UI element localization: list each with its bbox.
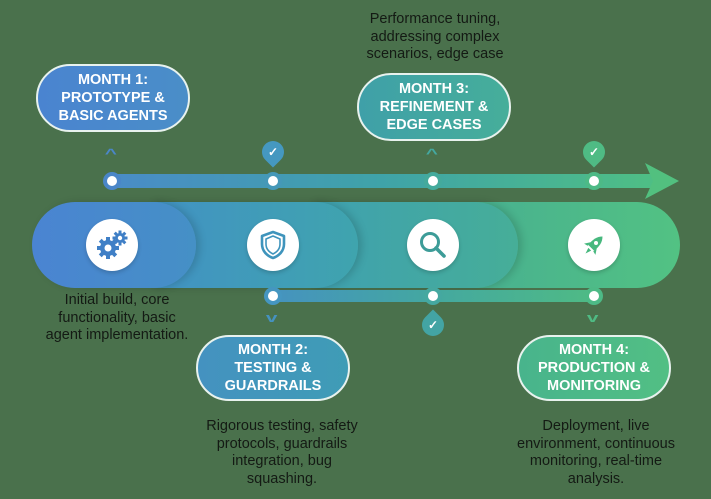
chevron-down-icon: v <box>265 310 278 325</box>
check-marker-icon: ✓ <box>257 136 289 168</box>
timeline-node-4 <box>589 176 599 186</box>
phase-description-month-3: Performance tuning, addressing complex s… <box>366 11 504 62</box>
top-timeline-arrow <box>104 174 659 188</box>
phase-label-month-4: MONTH 4: PRODUCTION & MONITORING <box>517 335 671 401</box>
timeline-node-3 <box>428 176 438 186</box>
phase-label-month-1: MONTH 1: PROTOTYPE & BASIC AGENTS <box>36 64 190 132</box>
timeline-node-2 <box>268 176 278 186</box>
phase-icon-1 <box>86 219 138 271</box>
bottom-node-3 <box>428 291 438 301</box>
phase-description-month-4: Deployment, live environment, continuous… <box>517 418 675 487</box>
check-marker-icon: ✓ <box>578 136 610 168</box>
phase-label-month-2: MONTH 2: TESTING & GUARDRAILS <box>196 335 350 401</box>
timeline-node-1 <box>107 176 117 186</box>
chevron-up-icon: ^ <box>425 146 438 161</box>
bottom-node-2 <box>268 291 278 301</box>
phase-label-month-3: MONTH 3: REFINEMENT & EDGE CASES <box>357 73 511 141</box>
magnifier-icon <box>420 232 446 258</box>
phase-description-month-1: Initial build, core functionality, basic… <box>45 292 189 343</box>
rocket-icon <box>584 236 603 255</box>
chevron-down-icon: v <box>586 310 599 325</box>
phase-icon-4 <box>568 219 620 271</box>
chevron-up-icon: ^ <box>104 146 117 161</box>
gears-icon <box>97 230 128 259</box>
check-marker-icon: ✓ <box>417 309 449 341</box>
shield-icon <box>260 230 286 260</box>
bottom-node-4 <box>589 291 599 301</box>
phase-icon-3 <box>407 219 459 271</box>
phase-description-month-2: Rigorous testing, safety protocols, guar… <box>206 418 358 487</box>
arrow-head-icon <box>645 163 679 199</box>
phase-icon-2 <box>247 219 299 271</box>
